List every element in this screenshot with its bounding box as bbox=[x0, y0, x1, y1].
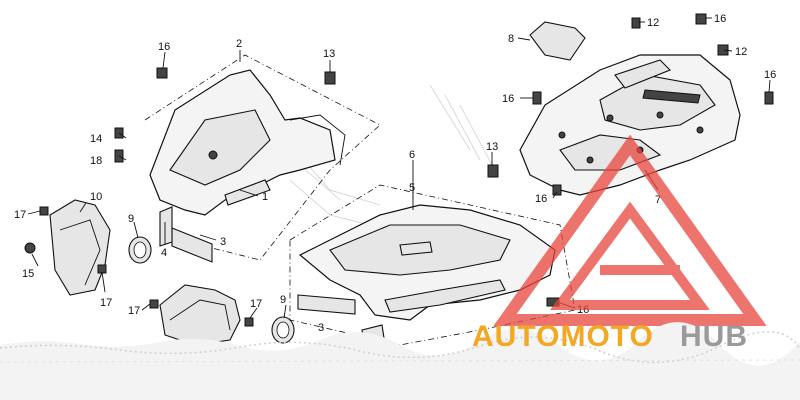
callout-17-c: 17 bbox=[128, 305, 140, 317]
pad-3-upper bbox=[171, 227, 213, 263]
callout-1: 1 bbox=[262, 191, 268, 203]
callout-16-f: 16 bbox=[764, 69, 776, 81]
callout-10: 10 bbox=[90, 191, 102, 203]
callout-15: 15 bbox=[22, 268, 34, 280]
callout-6: 6 bbox=[409, 149, 415, 161]
callout-2: 2 bbox=[236, 38, 242, 50]
callout-12-lower: 12 bbox=[735, 46, 747, 58]
callout-5: 5 bbox=[409, 182, 415, 194]
callout-16-a: 16 bbox=[158, 41, 170, 53]
callout-17-d: 17 bbox=[250, 298, 262, 310]
part-cap bbox=[529, 21, 586, 61]
callout-16-e: 16 bbox=[714, 13, 726, 25]
callout-17-a: 17 bbox=[14, 209, 26, 221]
part-side-cover-lower bbox=[159, 284, 241, 346]
callout-16-b: 16 bbox=[502, 93, 514, 105]
torn-paper-band bbox=[0, 322, 800, 400]
callout-4-upper: 4 bbox=[161, 247, 167, 259]
callout-16-c: 16 bbox=[535, 193, 547, 205]
callout-3-upper: 3 bbox=[220, 236, 226, 248]
callout-7: 7 bbox=[655, 194, 661, 206]
part-front-fender bbox=[149, 69, 346, 216]
callout-12-upper: 12 bbox=[647, 17, 659, 29]
callout-14: 14 bbox=[90, 133, 102, 145]
callout-9-right: 9 bbox=[280, 294, 286, 306]
strip-4-upper bbox=[159, 206, 173, 247]
callout-18: 18 bbox=[90, 155, 102, 167]
callout-3-lower: 3 bbox=[318, 322, 324, 334]
wing-emblem bbox=[289, 84, 493, 226]
callout-8: 8 bbox=[508, 33, 514, 45]
callout-13-upper: 13 bbox=[323, 48, 335, 60]
watermark-logo bbox=[493, 134, 767, 326]
watermark-text-secondary: HUB bbox=[680, 320, 748, 353]
bolt-15 bbox=[24, 242, 36, 254]
callout-17-b: 17 bbox=[100, 297, 112, 309]
callout-13-lower: 13 bbox=[486, 141, 498, 153]
pad-3-lower bbox=[297, 294, 356, 315]
watermark-text-primary: AUTOMOTO bbox=[472, 320, 654, 353]
part-rear-fender bbox=[298, 204, 556, 321]
callout-9-left: 9 bbox=[128, 213, 134, 225]
part-rear-panel bbox=[519, 54, 741, 196]
group-boundary-front bbox=[144, 54, 381, 261]
part-side-cover-upper bbox=[49, 199, 111, 296]
